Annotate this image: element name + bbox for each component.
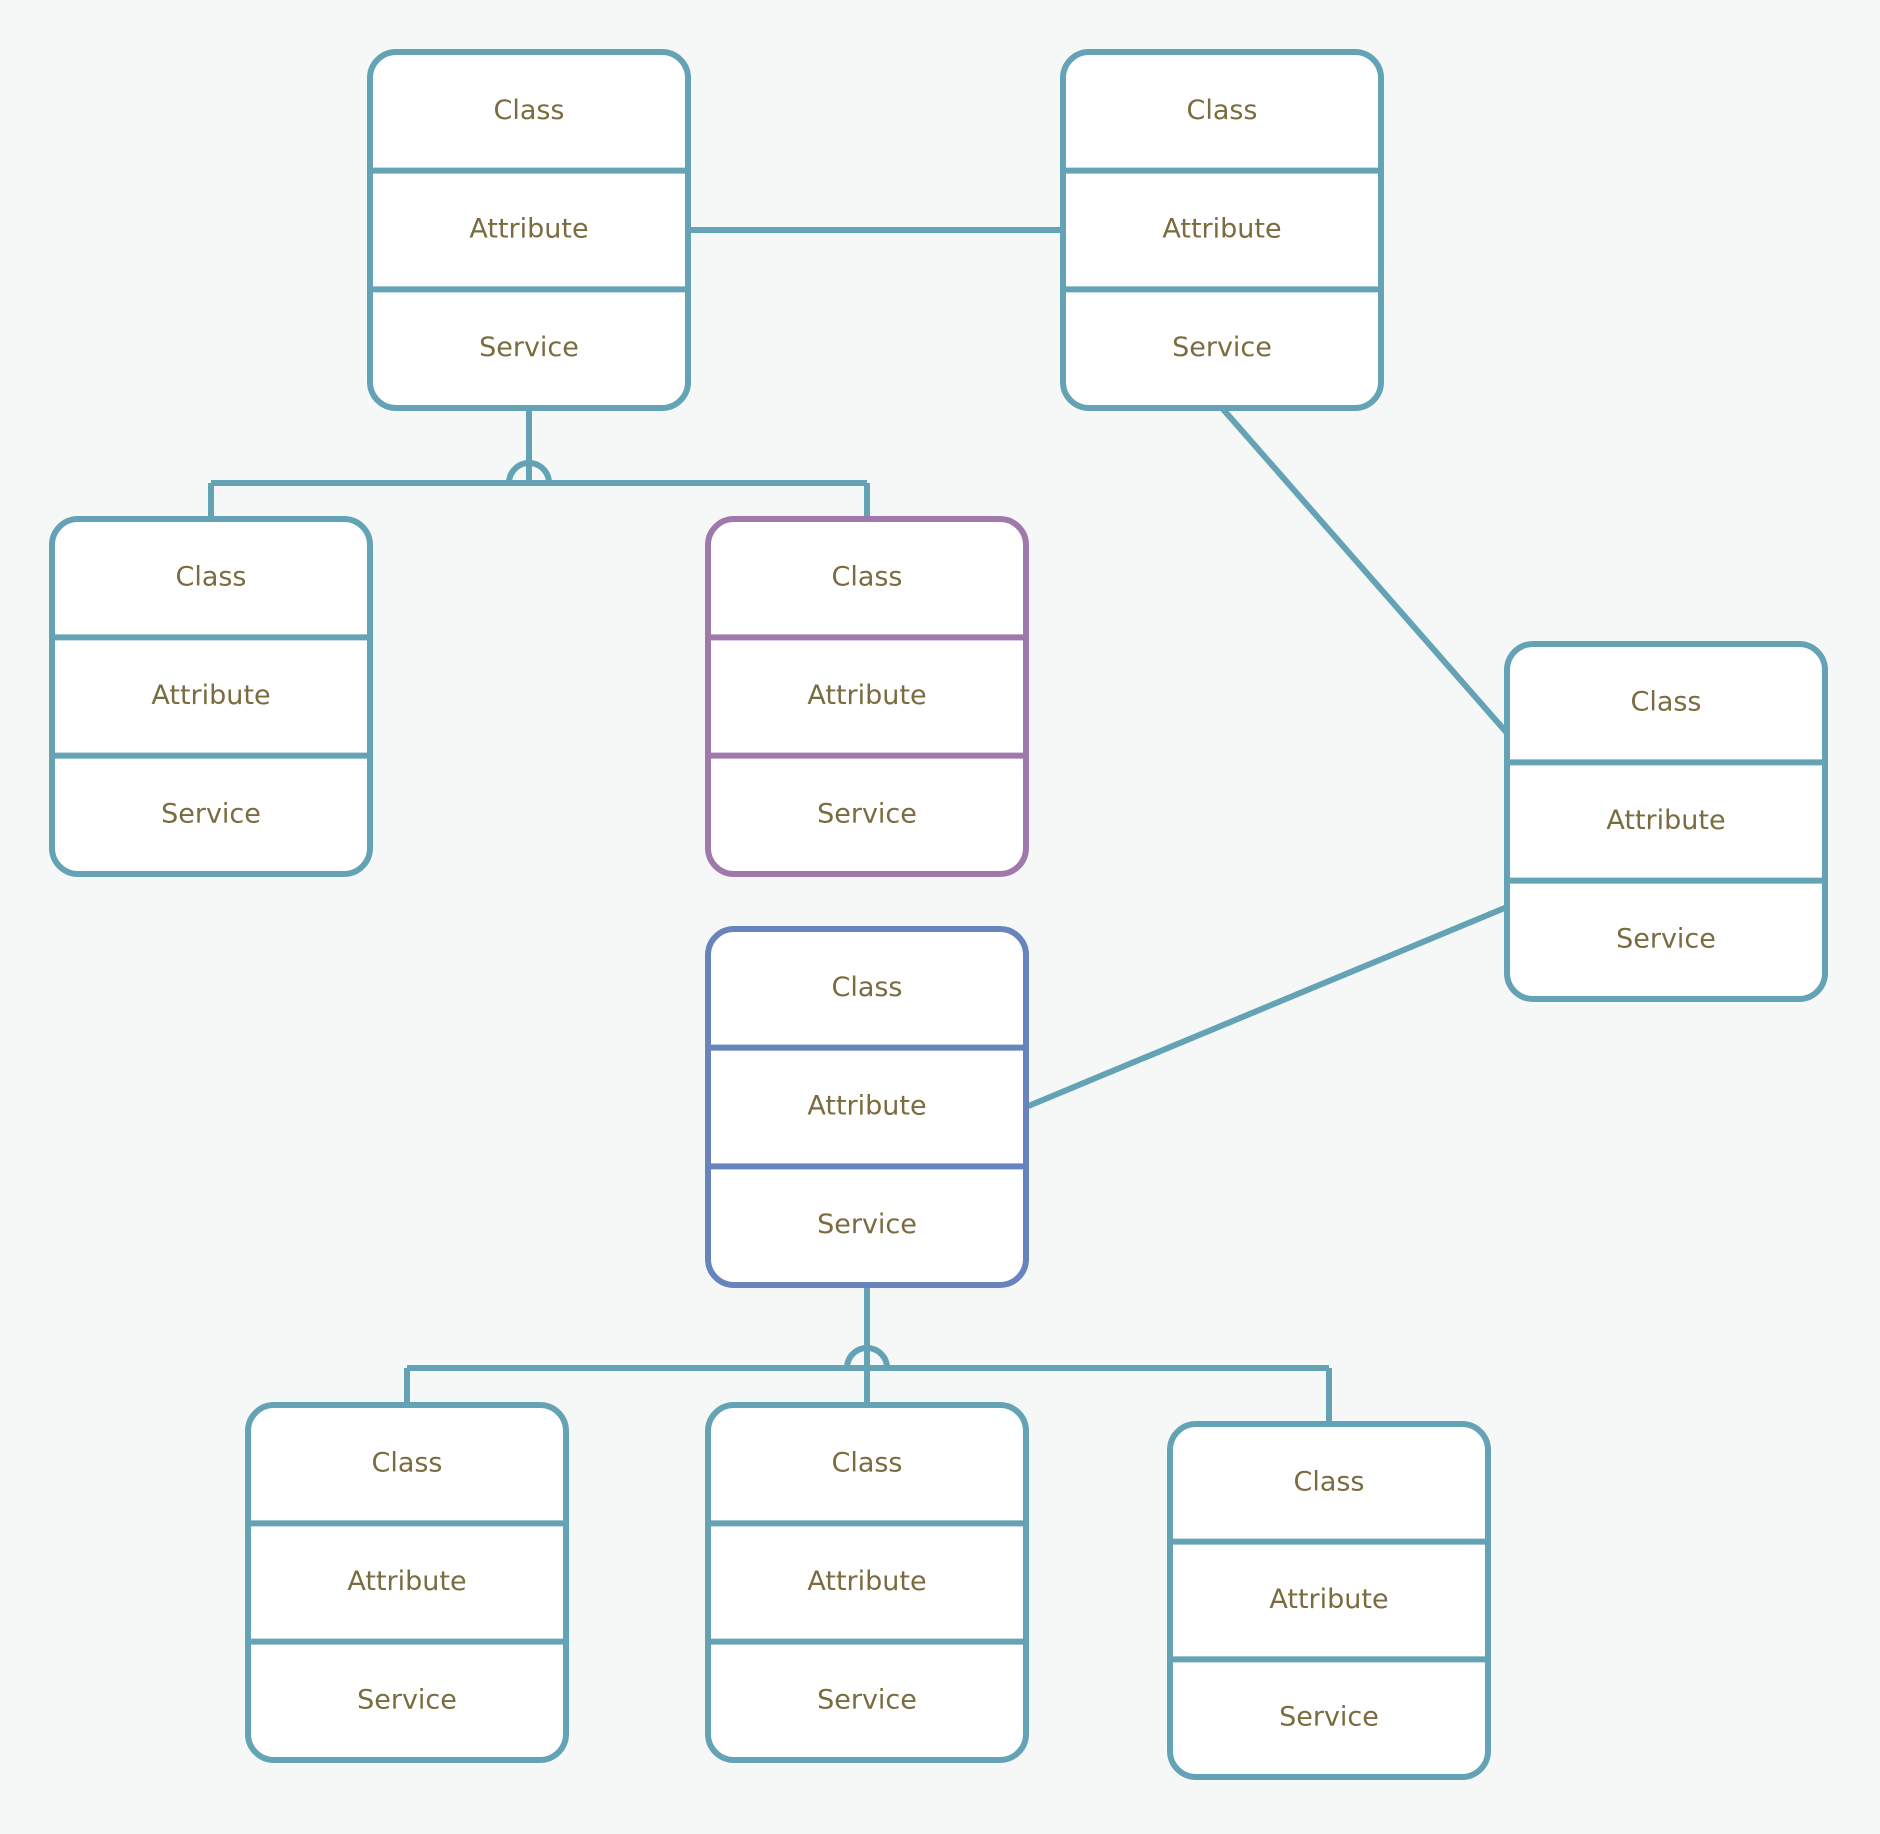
class-box-outline (1060, 49, 1384, 411)
assoc-top-right-to-right (1219, 406, 1510, 735)
class-service: Service (161, 798, 261, 829)
class-name: Class (1186, 95, 1257, 126)
class-attribute: Attribute (807, 1566, 926, 1597)
class-name: Class (1630, 687, 1701, 718)
class-name: Class (831, 972, 902, 1003)
class-attribute: Attribute (469, 214, 588, 245)
class-service: Service (479, 332, 579, 363)
class-service: Service (1279, 1702, 1379, 1733)
assoc-right-to-center (1024, 904, 1509, 1110)
class-box-outline (49, 516, 373, 877)
class-service: Service (1172, 332, 1272, 363)
class-box-outline (705, 926, 1029, 1288)
connectors (208, 227, 1510, 1424)
gen-top-left-marker (506, 460, 552, 484)
class-service: Service (817, 798, 917, 829)
class-service: Service (357, 1684, 457, 1715)
class-box-outline (367, 49, 691, 411)
class-attribute: Attribute (1606, 805, 1725, 836)
class-box-outline (245, 1402, 569, 1763)
class-attribute: Attribute (347, 1566, 466, 1597)
class-service: Service (1616, 923, 1716, 954)
class-name: Class (371, 1448, 442, 1479)
class-box-outline (1167, 1421, 1491, 1780)
class-name: Class (493, 95, 564, 126)
class-name: Class (1293, 1466, 1364, 1497)
class-attribute: Attribute (151, 680, 270, 711)
class-attribute: Attribute (1269, 1584, 1388, 1615)
class-box-outline (705, 1402, 1029, 1763)
class-name: Class (831, 1448, 902, 1479)
class-attribute: Attribute (807, 680, 926, 711)
class-service: Service (817, 1684, 917, 1715)
class-box-outline (1504, 641, 1828, 1002)
class-attribute: Attribute (807, 1091, 926, 1122)
class-attribute: Attribute (1162, 214, 1281, 245)
class-boxes: ClassAttributeServiceClassAttributeServi… (49, 49, 1828, 1780)
class-name: Class (175, 562, 246, 593)
class-box-outline (705, 516, 1029, 877)
class-name: Class (831, 562, 902, 593)
gen-center-marker (844, 1345, 890, 1369)
class-service: Service (817, 1209, 917, 1240)
